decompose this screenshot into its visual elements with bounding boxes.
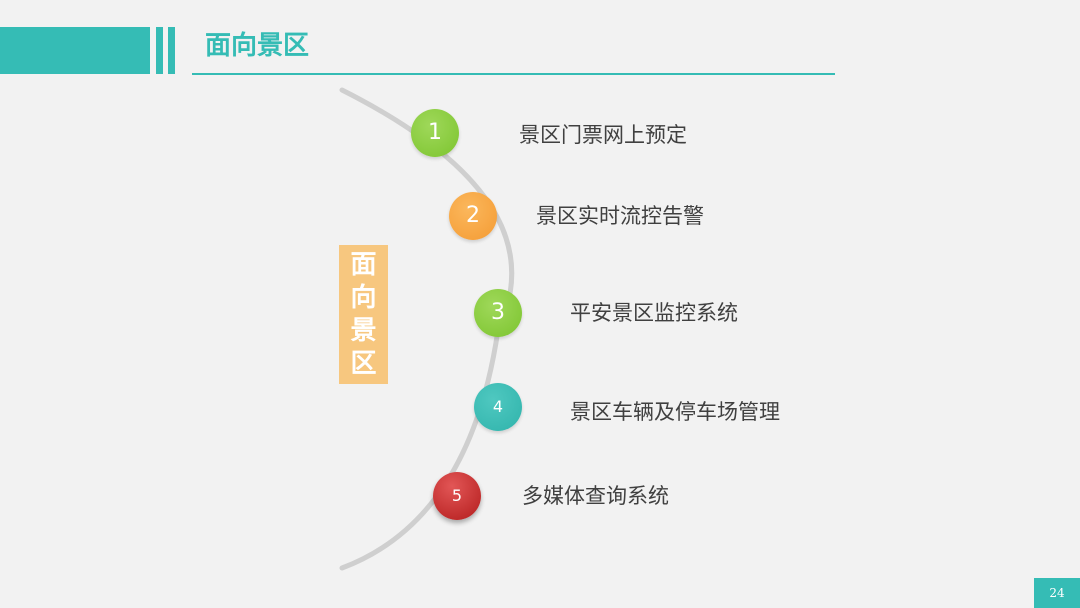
item-label: 多媒体查询系统	[522, 484, 669, 508]
item-number-badge: 1	[411, 109, 459, 157]
item-number-badge: 4	[474, 383, 522, 431]
page-title: 面向景区	[205, 31, 310, 61]
item-label: 景区实时流控告警	[536, 204, 704, 228]
side-label-char: 景	[350, 316, 377, 346]
item-label: 平安景区监控系统	[570, 301, 738, 325]
item-number-badge: 2	[449, 192, 497, 240]
side-label-char: 区	[350, 349, 377, 379]
item-number-badge: 3	[474, 289, 522, 337]
side-label-char: 向	[350, 283, 377, 313]
header-stripe	[168, 27, 175, 74]
side-label-box: 面 向 景 区	[339, 245, 388, 384]
side-label-char: 面	[350, 250, 377, 280]
page-number: 24	[1034, 578, 1080, 608]
item-number-badge: 5	[433, 472, 481, 520]
header-stripe	[156, 27, 163, 74]
item-label: 景区门票网上预定	[519, 123, 687, 147]
item-label: 景区车辆及停车场管理	[570, 400, 780, 424]
header-accent-bar	[0, 27, 150, 74]
header-underline	[192, 73, 835, 75]
